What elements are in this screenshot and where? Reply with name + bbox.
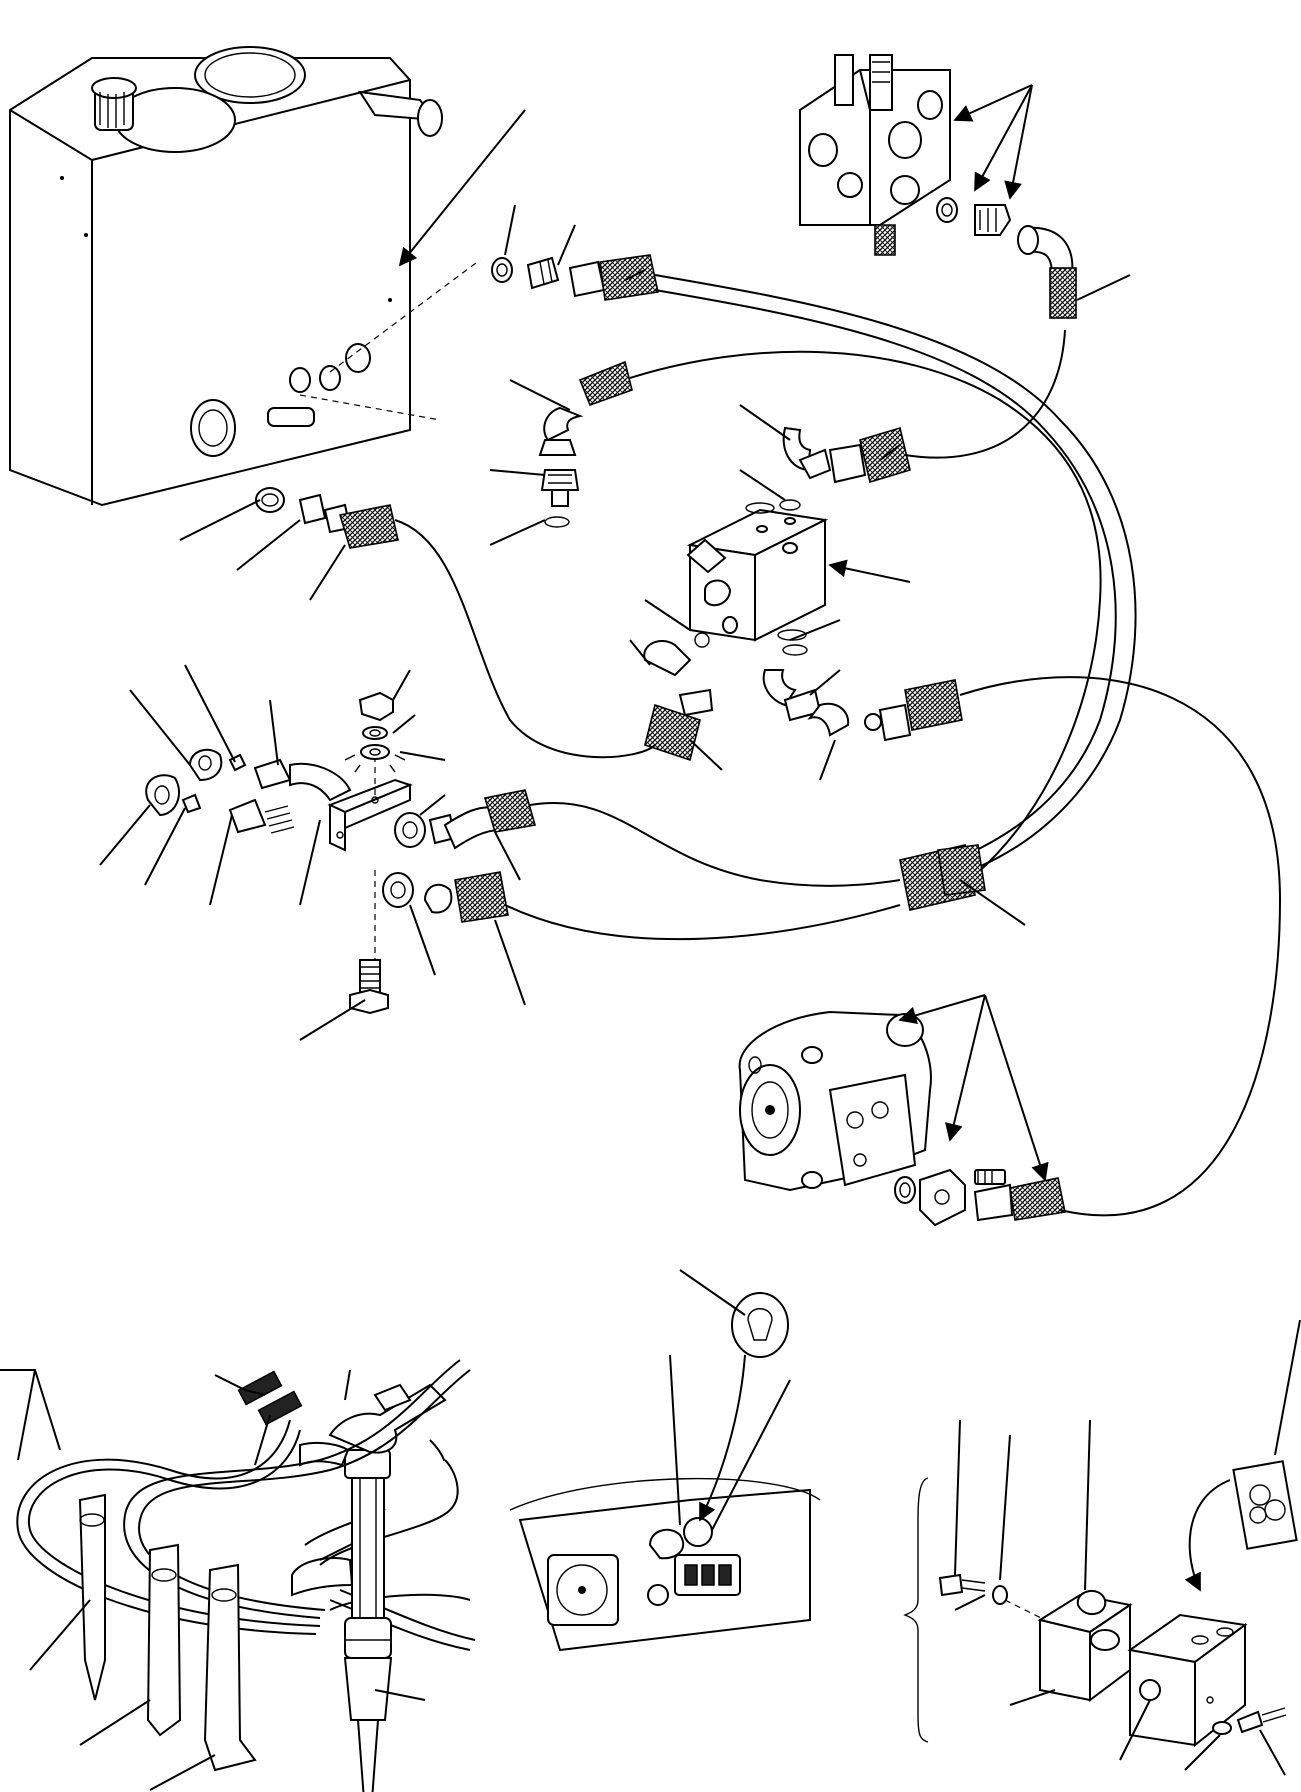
- dashboard-switch-icon: [509, 1292, 821, 1652]
- hydraulic-pump-icon: [738, 1010, 1066, 1227]
- control-valve-icon: [799, 54, 1077, 319]
- hydraulic-tank-icon: [9, 46, 481, 507]
- valve-block-detail-icon: [903, 1460, 1298, 1748]
- leader-lines: [0, 84, 1301, 1791]
- diverter-valve-block-icon: [686, 502, 829, 642]
- hose-fittings-icon: [255, 254, 963, 762]
- bracket-quick-coupler-icon: [145, 691, 537, 1015]
- hydraulic-hammer-icon: [16, 762, 476, 1792]
- chisel-tools-icon: [78, 1493, 257, 1772]
- hydraulic-hoses-icon: [394, 274, 1282, 1217]
